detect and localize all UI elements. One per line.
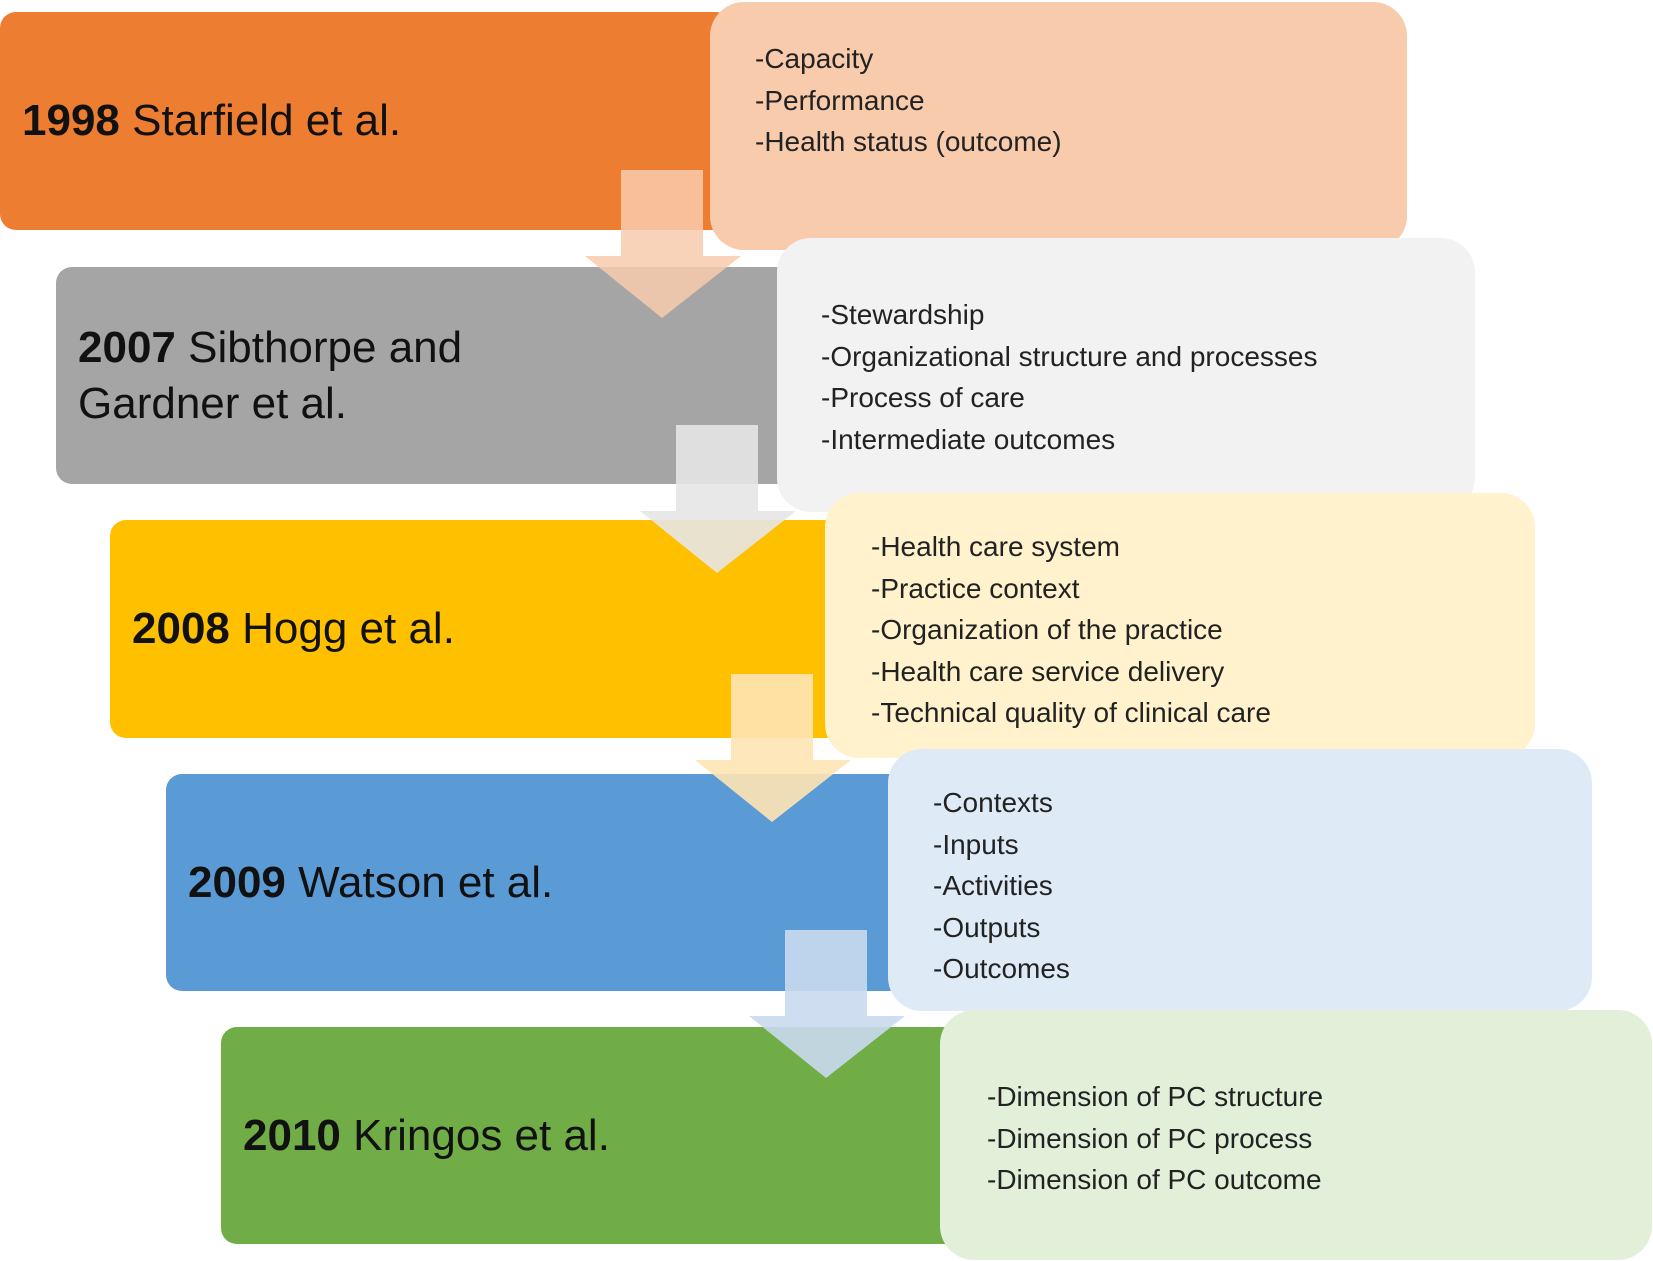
- authors-2007: Sibthorpe and Gardner et al.: [78, 322, 463, 428]
- component-item: -Organizational structure and processes: [821, 340, 1318, 372]
- down-arrow-icon: [695, 674, 851, 822]
- year-2009: 2009: [188, 857, 286, 907]
- component-item: -Activities: [933, 870, 1053, 901]
- component-item: -Stewardship: [821, 299, 985, 330]
- component-item: -Health care service delivery: [871, 655, 1225, 687]
- components-list-1998: -Capacity -Performance -Health status (o…: [755, 38, 1407, 163]
- components-box-1998: -Capacity -Performance -Health status (o…: [710, 2, 1407, 250]
- components-list-2008: -Health care system -Practice context -O…: [871, 526, 1535, 734]
- authors-2010: Kringos et al.: [353, 1110, 610, 1160]
- component-item: -Performance: [755, 84, 925, 116]
- component-item: -Inputs: [933, 828, 1019, 860]
- down-arrow-icon: [749, 930, 905, 1078]
- component-item: -Outputs: [933, 911, 1041, 943]
- down-arrow-icon: [585, 170, 741, 318]
- framework-box-2007: 2007 Sibthorpe and Gardner et al.: [56, 267, 796, 484]
- authors-1998: Starfield et al.: [132, 96, 402, 145]
- framework-box-2009: 2009 Watson et al.: [166, 774, 906, 991]
- components-box-2009: -Contexts -Inputs -Activities -Outputs -…: [888, 749, 1592, 1011]
- authors-2009: Watson et al.: [298, 857, 554, 907]
- component-item: -Practice context: [871, 572, 1080, 604]
- component-item: -Dimension of PC structure: [987, 1081, 1324, 1112]
- component-item: -Capacity: [755, 43, 874, 74]
- component-item: -Intermediate outcomes: [821, 423, 1116, 455]
- component-item: -Organization of the practice: [871, 614, 1223, 645]
- component-item: -Process of care: [821, 382, 1025, 413]
- components-box-2010: -Dimension of PC structure -Dimension of…: [940, 1010, 1652, 1260]
- year-2007: 2007: [78, 322, 176, 372]
- components-list-2010: -Dimension of PC structure -Dimension of…: [987, 1076, 1652, 1201]
- framework-label-2010: 2010 Kringos et al.: [243, 1108, 610, 1164]
- year-1998: 1998: [22, 96, 120, 145]
- framework-box-1998: 1998 Starfield et al.: [0, 12, 732, 230]
- component-item: -Dimension of PC process: [987, 1122, 1313, 1154]
- components-list-2007: -Stewardship -Organizational structure a…: [821, 294, 1475, 460]
- component-item: -Technical quality of clinical care: [871, 697, 1271, 728]
- components-box-2008: -Health care system -Practice context -O…: [825, 493, 1535, 758]
- down-arrow-icon: [640, 425, 796, 573]
- component-item: -Contexts: [933, 787, 1053, 818]
- component-item: -Health status (outcome): [755, 126, 1062, 157]
- year-2010: 2010: [243, 1110, 341, 1160]
- component-item: -Outcomes: [933, 953, 1070, 984]
- component-item: -Health care system: [871, 531, 1120, 562]
- authors-2008: Hogg et al.: [242, 604, 455, 653]
- year-2008: 2008: [132, 604, 230, 653]
- framework-label-2007: 2007 Sibthorpe and Gardner et al.: [78, 320, 462, 432]
- components-list-2009: -Contexts -Inputs -Activities -Outputs -…: [933, 782, 1592, 990]
- framework-label-2008: 2008 Hogg et al.: [132, 601, 455, 657]
- component-item: -Dimension of PC outcome: [987, 1164, 1322, 1195]
- components-box-2007: -Stewardship -Organizational structure a…: [777, 238, 1475, 512]
- framework-label-1998: 1998 Starfield et al.: [22, 93, 401, 149]
- framework-label-2009: 2009 Watson et al.: [188, 855, 553, 911]
